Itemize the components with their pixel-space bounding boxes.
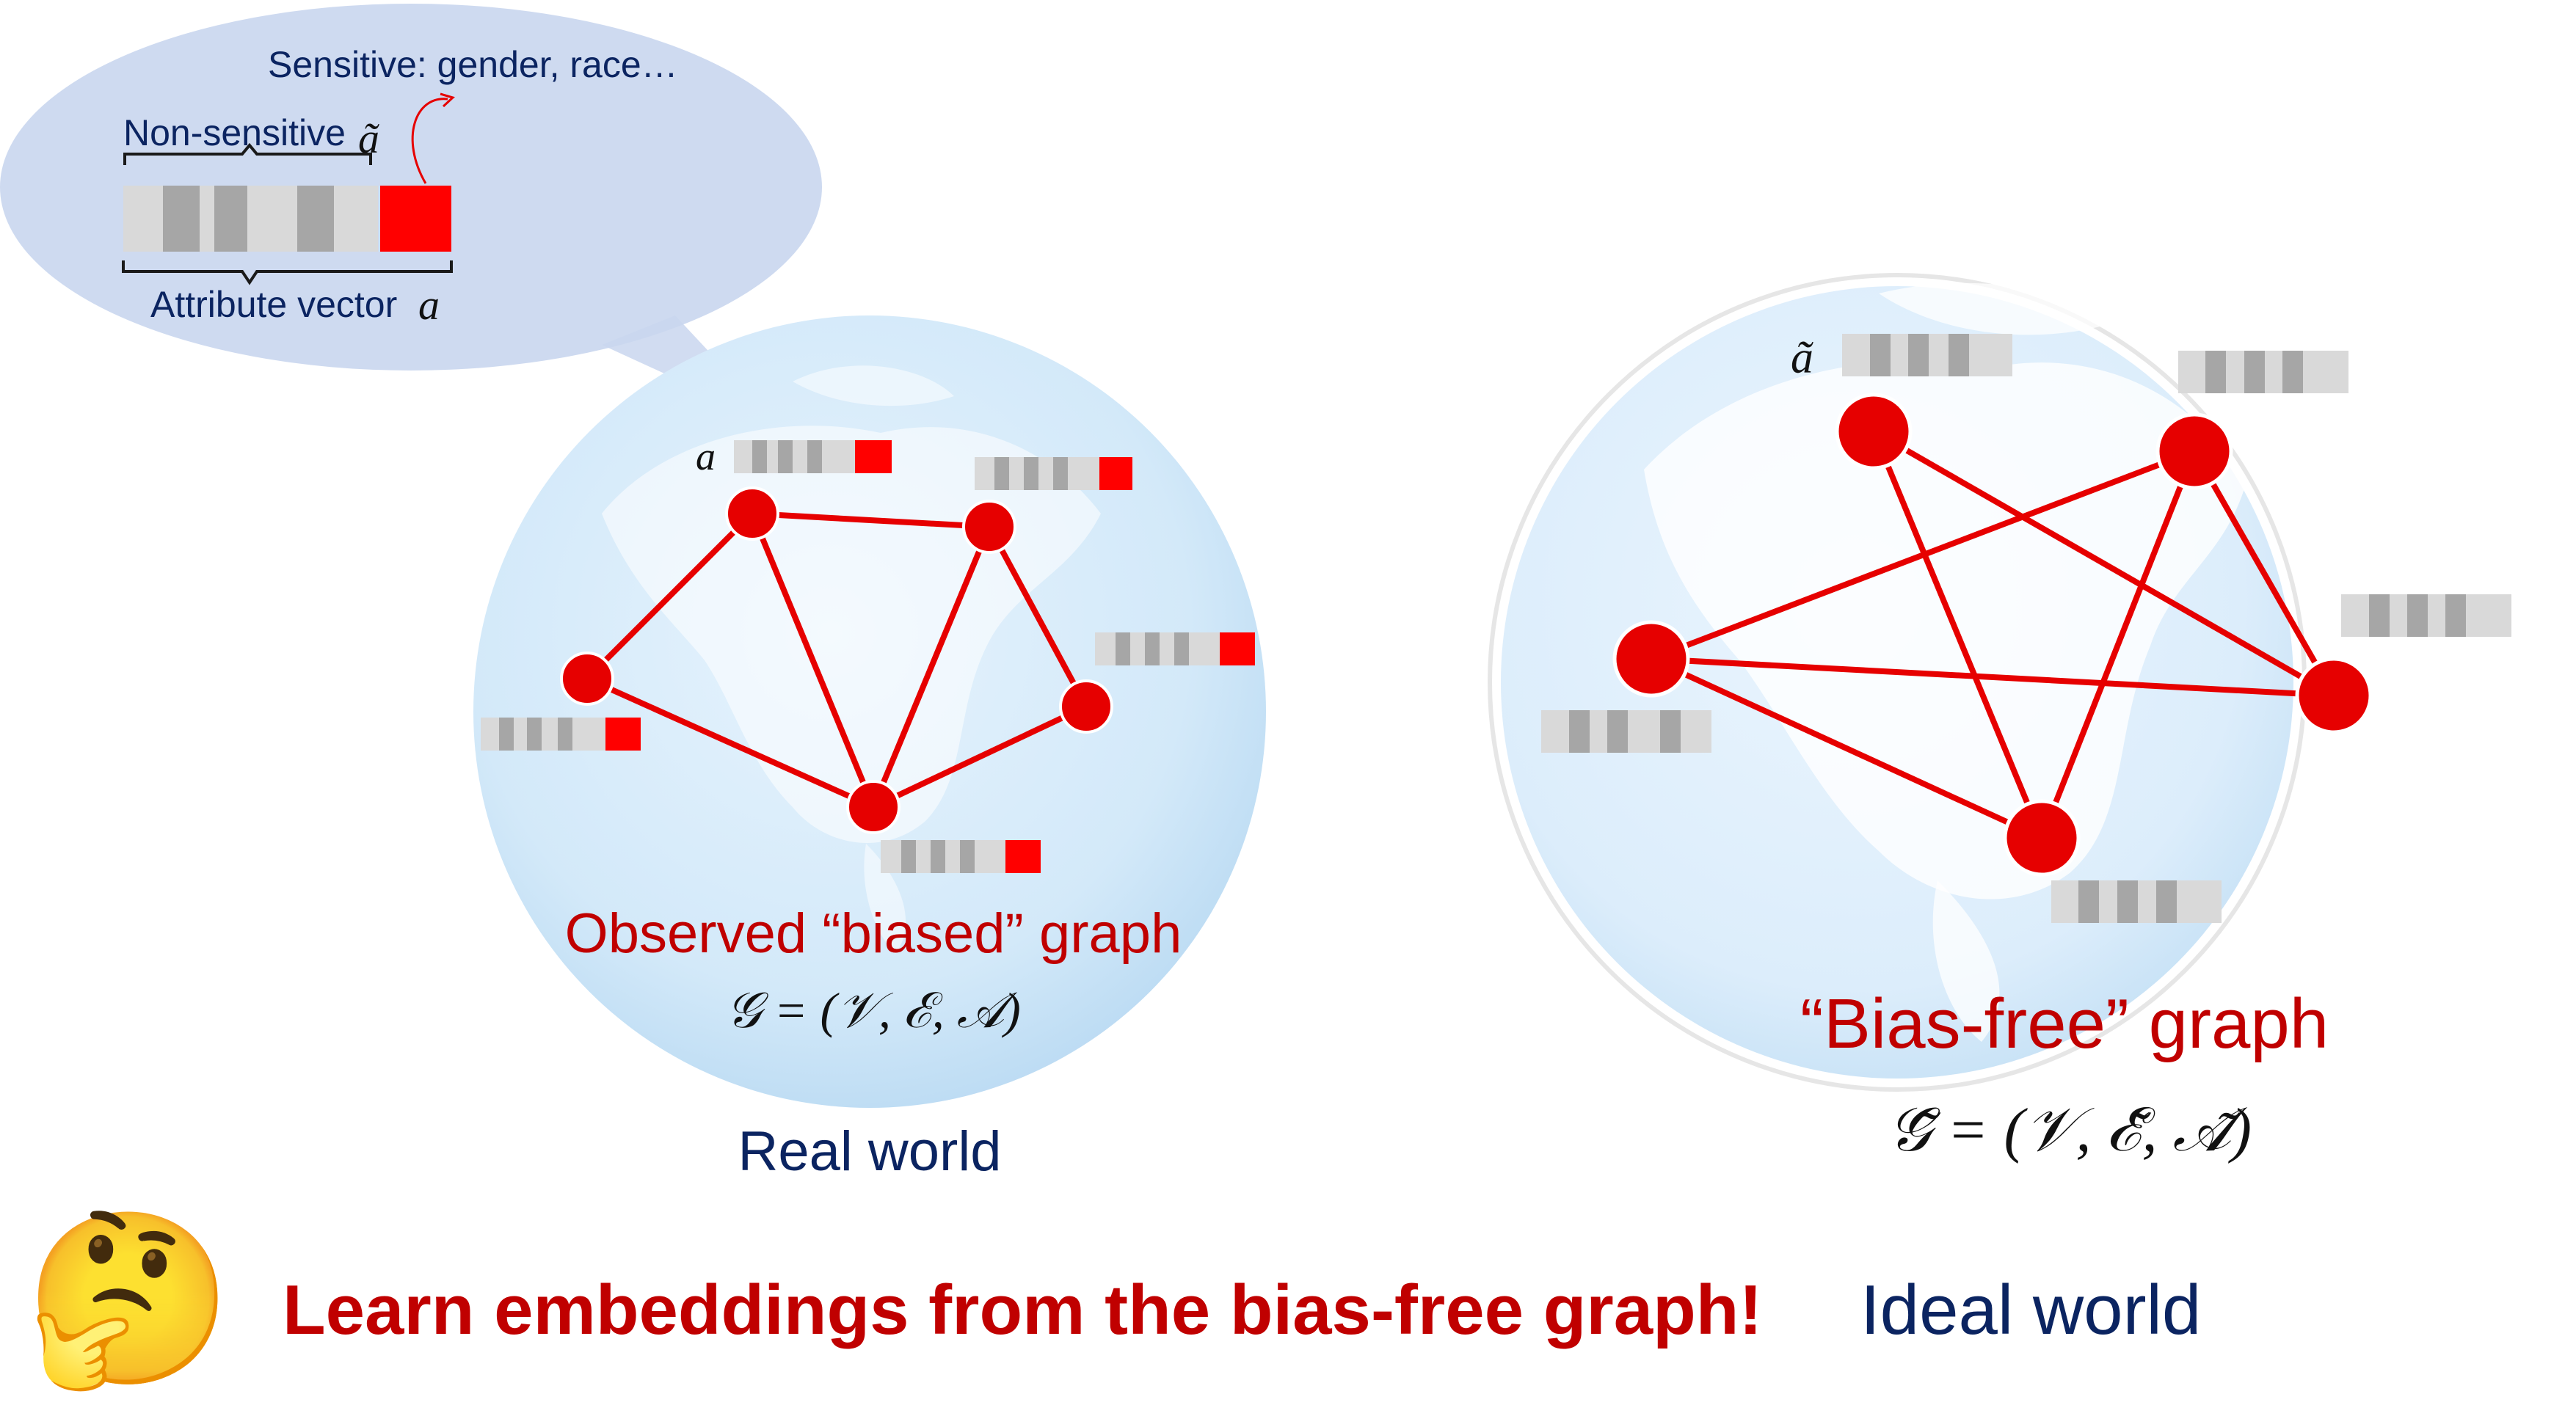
graph-node [2003,799,2081,877]
graph-node [725,486,779,541]
real-graph-title: Observed “biased” graph [565,902,1182,965]
ideal-node-vector [1842,334,2012,376]
ideal-graph-formula: 𝒢̃ = (𝒱, ℰ̃, 𝒜̃) [1888,1096,2252,1164]
callout-attribute-vector [123,186,451,252]
vector-cell [297,186,334,252]
continent-shape [1932,880,2000,1042]
nonsensitive-label: Non-sensitive [123,112,346,153]
graph-edge [749,511,876,810]
sensitive-arrow [411,98,448,184]
graph-node [962,500,1016,554]
graph-edge [870,704,1089,810]
continent-shape [1644,360,2246,899]
graph-edge [749,511,992,530]
nonsensitive-brace [123,142,372,165]
continent-shape [1879,282,2114,335]
graph-node [1059,679,1113,734]
graph-edge [584,511,755,682]
graph-node [560,652,614,706]
real-world-caption: Real world [738,1120,1001,1183]
graph-edge [1871,428,2337,698]
graph-node [1612,620,1690,698]
ideal-node-vector [1541,710,1711,753]
real-node-vector [1095,632,1255,665]
continent-shape [793,365,954,406]
graph-edge [986,524,1089,709]
ideal-world-caption: Ideal world [1860,1271,2201,1349]
real-graph-edges [584,511,1089,810]
graph-node [2155,412,2233,490]
vector-cell [163,186,200,252]
ideal-node-vector [2178,351,2348,393]
a-symbol: a [418,281,440,329]
graph-edge [1648,448,2197,662]
sensitive-cell [380,186,451,252]
ideal-node-a-tilde-symbol: ã [1791,333,1813,383]
ideal-world-globe [1488,273,2307,1092]
graph-edge [870,524,992,810]
real-node-vector [975,457,1132,490]
graph-node [846,780,900,834]
attribute-vector-brace [122,260,453,285]
graph-edge [2039,448,2197,841]
continent-shape [864,844,906,954]
sensitive-arrow-head [440,92,455,108]
vector-cell [214,186,247,252]
ideal-node-vector [2341,594,2511,637]
graph-edge [2191,448,2337,698]
vector-cell [123,186,378,252]
real-node-vector [734,440,892,473]
real-graph-nodes [560,486,1113,834]
callout-bubble: Sensitive: gender, race… Non-sensitive ã… [0,4,822,426]
ideal-graph-title: “Bias-free” graph [1800,985,2329,1063]
graph-edge [1871,428,2045,841]
real-node-vector [481,718,641,751]
attribute-vector-label: Attribute vector [150,284,397,325]
footer-message: Learn embeddings from the bias-free grap… [283,1271,1762,1349]
sensitive-label: Sensitive: gender, race… [268,44,678,85]
graph-edge [1648,656,2337,698]
graph-node [1835,393,1913,470]
graph-edge [1648,656,2045,841]
graph-node [2295,657,2373,734]
graph-edge [584,676,876,810]
real-node-a-symbol: a [696,434,716,478]
ideal-graph-edges [1648,428,2337,841]
ideal-graph-nodes [1612,393,2373,877]
ideal-node-vector [2051,880,2222,923]
real-node-vector [881,840,1041,873]
real-graph-formula: 𝒢 = (𝒱, ℰ, 𝒜) [726,982,1021,1038]
thinking-face-icon: 🤔 [23,1205,233,1395]
